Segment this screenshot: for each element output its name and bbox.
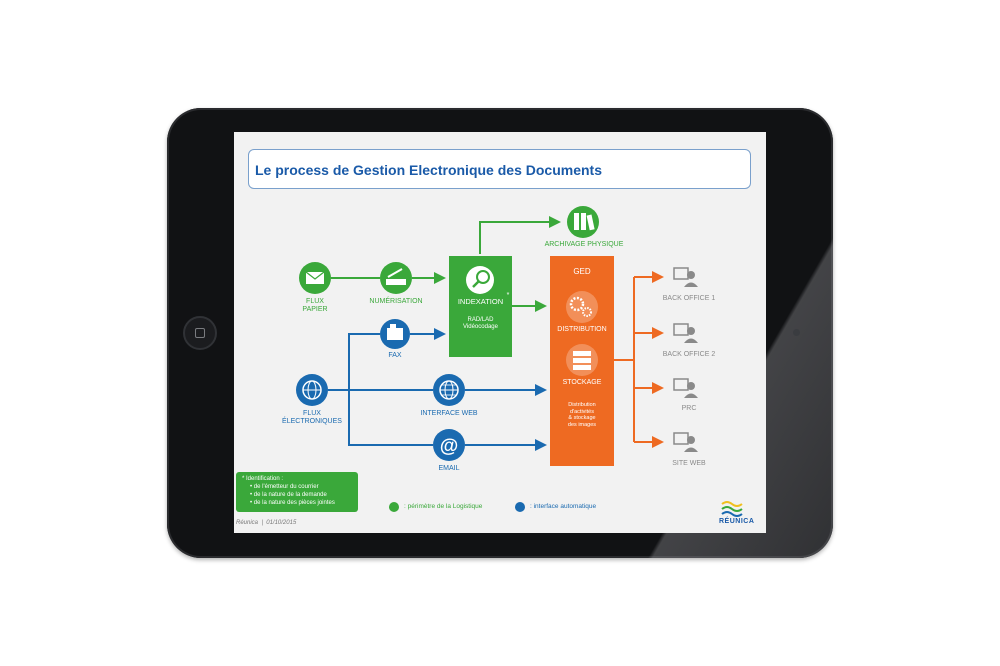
reunica-logo-text: RÉUNICA <box>719 518 755 525</box>
at-sign-icon: @ <box>433 429 465 461</box>
blue-flow-lines <box>328 328 547 451</box>
binders-icon <box>567 206 599 238</box>
note-item-1: • de l'émetteur du courrier <box>250 484 319 490</box>
legend-green-label: : périmètre de la Logistique <box>404 503 483 510</box>
page-title: Le process de Gestion Electronique des D… <box>255 162 602 178</box>
interface-web-label: INTERFACE WEB <box>420 410 478 417</box>
orange-flow-lines <box>614 271 664 448</box>
front-camera <box>793 329 800 336</box>
note-heading: * Identification : <box>242 476 284 482</box>
scanner-icon <box>380 262 412 294</box>
fax-label: FAX <box>388 352 402 359</box>
gears-icon <box>566 291 598 323</box>
envelope-icon <box>299 262 331 294</box>
fax-icon <box>380 319 410 349</box>
footer-date: 01/10/2015 <box>266 520 297 526</box>
stockage-label: STOCKAGE <box>562 379 602 386</box>
green-flow-lines <box>331 216 561 312</box>
flux-papier-label: FLUX PAPIER <box>302 298 328 313</box>
note-item-3: • de la nature des pièces jointes <box>250 500 335 506</box>
slide-footer: Réunica | 01/10/2015 <box>236 520 297 526</box>
search-icon <box>466 266 494 294</box>
footer-brand: Réunica <box>236 520 259 526</box>
back-office-1-icon <box>673 267 698 287</box>
indexation-sub-label: RAD/LAD Vidéocodage <box>463 317 498 330</box>
prc-label: PRC <box>681 405 697 412</box>
email-label: EMAIL <box>438 465 460 472</box>
site-web-icon <box>673 432 698 452</box>
identification-note: * Identification : • de l'émetteur du co… <box>236 472 358 512</box>
site-web-label: SITE WEB <box>672 460 706 467</box>
back-office-2-icon <box>673 323 698 343</box>
numerisation-label: NUMÉRISATION <box>369 298 423 305</box>
svg-text:@: @ <box>440 436 459 457</box>
ged-label: GED <box>573 267 591 276</box>
back-office-2-label: BACK OFFICE 2 <box>662 351 716 358</box>
title-box: Le process de Gestion Electronique des D… <box>248 149 751 189</box>
process-diagram: @ <box>296 206 743 517</box>
legend-green-dot <box>389 502 399 512</box>
server-icon <box>566 344 598 376</box>
ged-sub-label: Distribution d'activités & stockage des … <box>567 402 597 428</box>
globe-icon <box>433 374 465 406</box>
reunica-logo-icon <box>721 501 743 517</box>
legend-blue-label: : interface automatique <box>530 503 597 510</box>
indexation-label: INDEXATION <box>457 297 504 306</box>
distribution-label: DISTRIBUTION <box>557 326 607 333</box>
flux-electroniques-label: FLUX ÉLECTRONIQUES <box>282 410 342 425</box>
legend-blue-dot <box>515 502 525 512</box>
back-office-1-label: BACK OFFICE 1 <box>662 295 716 302</box>
note-item-2: • de la nature de la demande <box>250 492 327 498</box>
slide-screen: Le process de Gestion Electronique des D… <box>234 132 766 533</box>
indexation-star: * <box>506 292 510 299</box>
prc-icon <box>673 378 698 398</box>
archivage-label: ARCHIVAGE PHYSIQUE <box>544 241 624 248</box>
globe-arrows-icon <box>296 374 328 406</box>
home-button[interactable] <box>183 316 217 350</box>
